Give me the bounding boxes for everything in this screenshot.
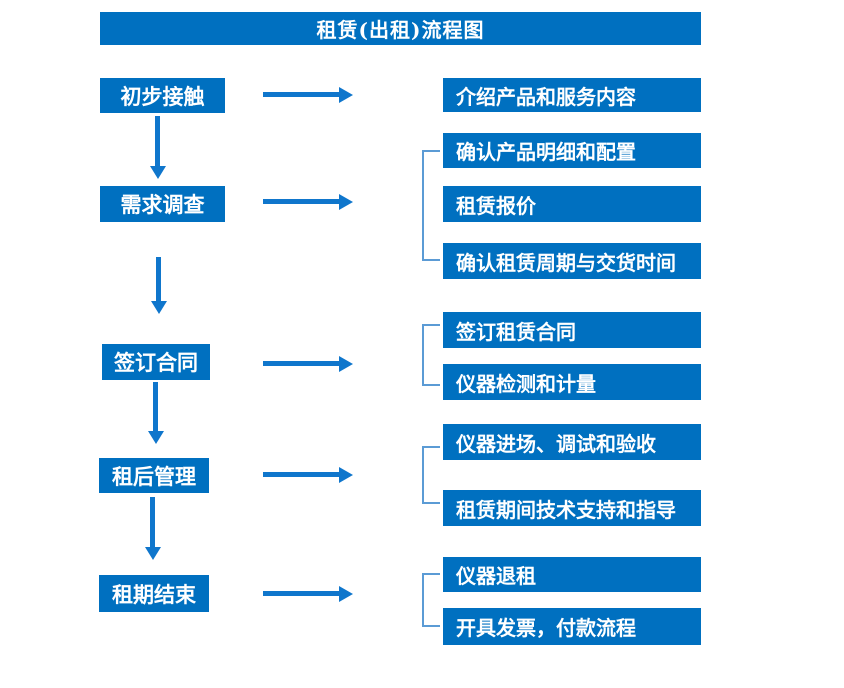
- arrow-right-row3-head: [339, 356, 353, 372]
- arrow-right-row4: [263, 472, 340, 477]
- arrow-right-row2: [263, 199, 340, 204]
- bracket-group-3: [422, 324, 440, 386]
- arrow-right-row5: [263, 591, 340, 596]
- detail-box-instrument-setup-acceptance: 仪器进场、调试和验收: [443, 424, 701, 460]
- detail-box-invoice-payment: 开具发票，付款流程: [443, 608, 701, 645]
- arrow-down-3: [153, 382, 158, 431]
- step-box-initial-contact: 初步接触: [100, 78, 225, 113]
- arrow-down-2-head: [151, 301, 167, 314]
- bracket-group-5: [422, 573, 440, 627]
- step-box-sign-contract: 签订合同: [102, 344, 210, 380]
- detail-box-confirm-product-config: 确认产品明细和配置: [443, 133, 701, 168]
- step-box-rental-end: 租期结束: [99, 575, 209, 612]
- arrow-down-4-head: [145, 547, 161, 560]
- detail-box-instrument-testing: 仪器检测和计量: [443, 364, 701, 400]
- arrow-right-row1: [263, 92, 340, 97]
- detail-box-confirm-period-delivery: 确认租赁周期与交货时间: [443, 243, 701, 279]
- detail-box-introduce-products: 介绍产品和服务内容: [443, 78, 701, 112]
- arrow-right-row5-head: [339, 586, 353, 602]
- arrow-down-3-head: [148, 431, 164, 444]
- step-box-demand-survey: 需求调查: [100, 186, 225, 222]
- arrow-right-row3: [263, 361, 340, 366]
- arrow-right-row4-head: [339, 467, 353, 483]
- arrow-right-row1-head: [339, 87, 353, 103]
- step-box-post-rental-management: 租后管理: [99, 458, 209, 493]
- detail-box-instrument-return: 仪器退租: [443, 557, 701, 592]
- detail-box-rental-quote: 租赁报价: [443, 186, 701, 222]
- bracket-group-2: [422, 150, 440, 261]
- arrow-down-4: [150, 497, 155, 547]
- detail-box-tech-support: 租赁期间技术支持和指导: [443, 490, 701, 526]
- arrow-down-1-head: [150, 166, 166, 179]
- flowchart-title: 租赁(出租)流程图: [100, 12, 701, 45]
- arrow-down-2: [156, 257, 161, 301]
- detail-box-sign-rental-contract: 签订租赁合同: [443, 312, 701, 348]
- arrow-down-1: [155, 116, 160, 166]
- bracket-group-4: [422, 446, 440, 504]
- arrow-right-row2-head: [339, 194, 353, 210]
